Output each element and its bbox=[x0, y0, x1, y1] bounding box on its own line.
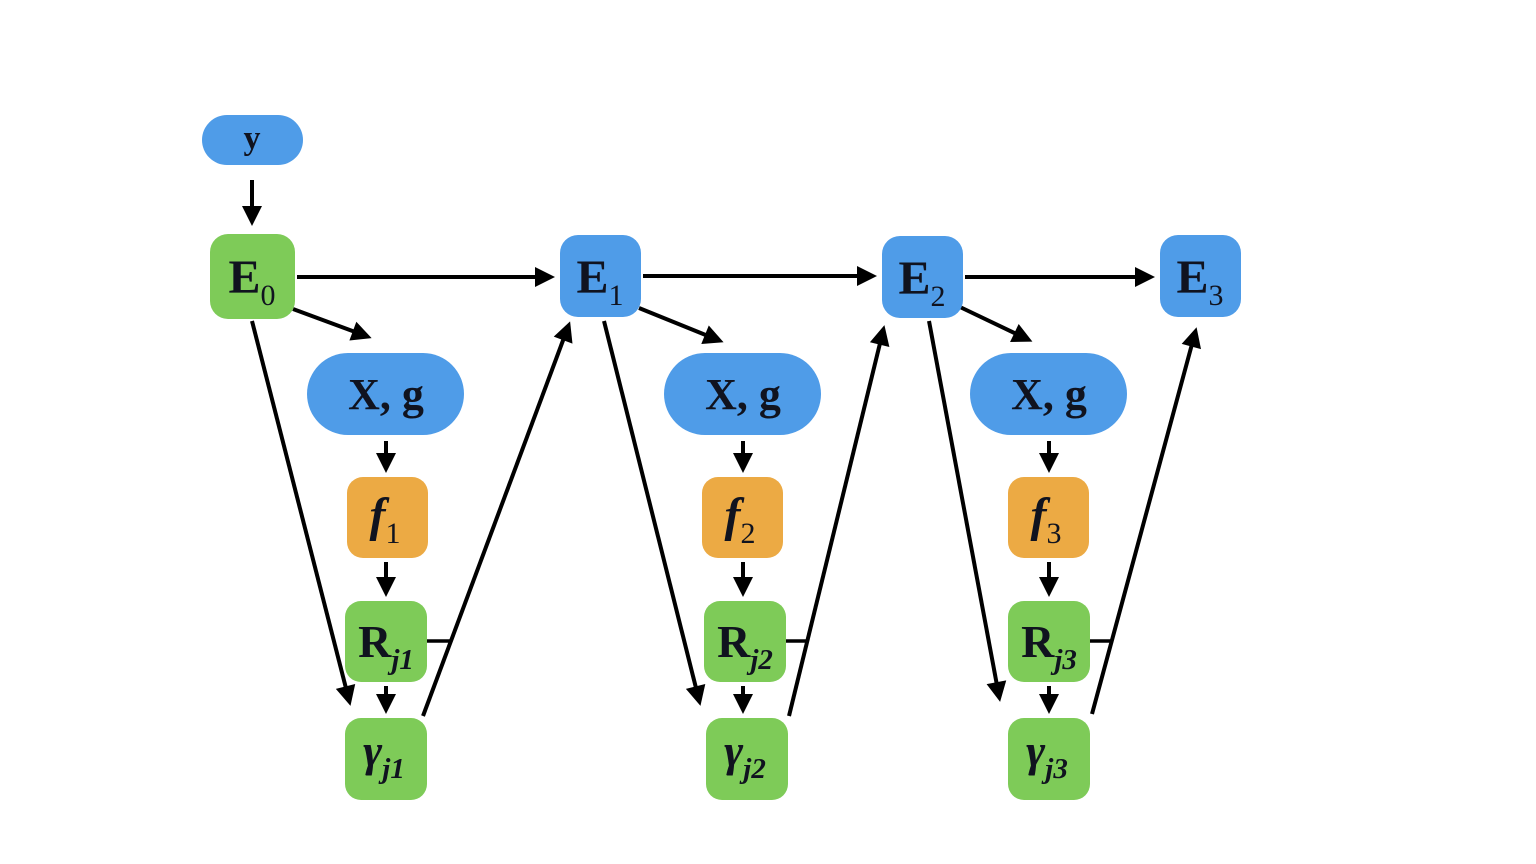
node-e3-label: E3 bbox=[1176, 251, 1223, 312]
node-e1-shape bbox=[560, 235, 641, 317]
node-xg3-shape bbox=[970, 353, 1127, 435]
node-gamma2: γj2 bbox=[706, 718, 788, 800]
node-xg1-label: X, g bbox=[348, 370, 424, 419]
node-f3-shape bbox=[1008, 477, 1089, 558]
node-r2-shape bbox=[704, 601, 786, 682]
node-e0: E0 bbox=[210, 234, 295, 319]
node-e0-label: E0 bbox=[228, 251, 275, 312]
edge-e2-xg3 bbox=[959, 305, 1033, 342]
node-f3: f3 bbox=[1008, 477, 1089, 558]
node-f2-shape bbox=[702, 477, 783, 558]
node-f2-label: f2 bbox=[725, 489, 756, 550]
node-gamma1-label: γj1 bbox=[363, 725, 405, 785]
node-f1: f1 bbox=[347, 477, 428, 558]
node-xg1-shape bbox=[307, 353, 464, 435]
node-f1-shape bbox=[347, 477, 428, 558]
node-e2-shape bbox=[882, 236, 963, 318]
node-xg3-label: X, g bbox=[1011, 370, 1087, 419]
edge-layer bbox=[242, 180, 1201, 717]
node-y-label: y bbox=[244, 120, 261, 157]
node-r3-shape bbox=[1008, 601, 1090, 682]
edge-gamma1-e1 bbox=[421, 321, 573, 717]
node-y-shape bbox=[202, 115, 303, 165]
edge-e2-gamma3 bbox=[927, 320, 1007, 702]
node-xg2-label: X, g bbox=[705, 370, 781, 419]
edge-e0-gamma1 bbox=[250, 320, 356, 706]
node-gamma3-label: γj3 bbox=[1026, 725, 1068, 785]
node-e3-shape bbox=[1160, 235, 1241, 317]
node-r2-label: Rj2 bbox=[717, 616, 773, 676]
node-e2-label: E2 bbox=[898, 252, 945, 313]
node-xg2: X, g bbox=[664, 353, 821, 435]
node-gamma3-shape bbox=[1008, 718, 1090, 800]
node-xg2-shape bbox=[664, 353, 821, 435]
node-r1-label: Rj1 bbox=[358, 616, 414, 676]
node-gamma3: γj3 bbox=[1008, 718, 1090, 800]
edge-e0-xg1 bbox=[292, 307, 372, 341]
node-gamma2-shape bbox=[706, 718, 788, 800]
node-r3: Rj3 bbox=[1008, 601, 1090, 682]
node-xg3: X, g bbox=[970, 353, 1127, 435]
node-e3: E3 bbox=[1160, 235, 1241, 317]
node-r1: Rj1 bbox=[345, 601, 427, 682]
node-layer: y E0 E1 E2 E3 X, g X, g X, bbox=[202, 115, 1241, 800]
node-xg1: X, g bbox=[307, 353, 464, 435]
edge-gamma3-e3 bbox=[1090, 327, 1201, 715]
node-y: y bbox=[202, 115, 303, 165]
node-f1-label: f1 bbox=[370, 489, 401, 550]
edge-e1-xg2 bbox=[638, 306, 724, 345]
node-r2: Rj2 bbox=[704, 601, 786, 682]
node-f2: f2 bbox=[702, 477, 783, 558]
node-gamma2-label: γj2 bbox=[724, 725, 766, 785]
node-e2: E2 bbox=[882, 236, 963, 318]
node-e1: E1 bbox=[560, 235, 641, 317]
node-r1-shape bbox=[345, 601, 427, 682]
node-e1-label: E1 bbox=[576, 251, 623, 312]
node-gamma1: γj1 bbox=[345, 718, 427, 800]
node-r3-label: Rj3 bbox=[1021, 616, 1077, 676]
node-f3-label: f3 bbox=[1031, 489, 1062, 550]
node-e0-shape bbox=[210, 234, 295, 319]
node-gamma1-shape bbox=[345, 718, 427, 800]
edge-e1-gamma2 bbox=[602, 320, 706, 706]
edge-gamma2-e2 bbox=[787, 325, 890, 717]
